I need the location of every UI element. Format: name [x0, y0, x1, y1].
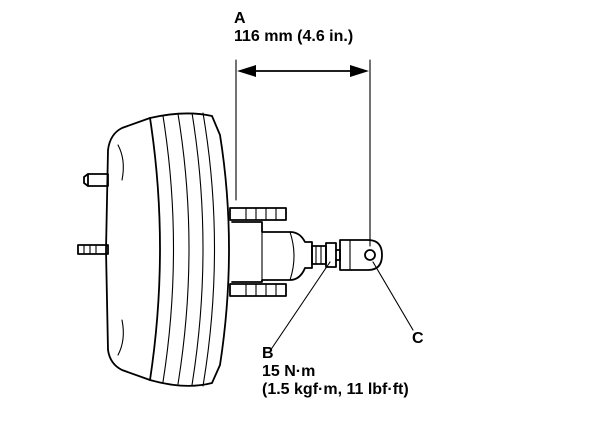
callout-b-torque: 15 N·m: [262, 363, 316, 380]
leader-b: [271, 261, 331, 349]
pushrod-housing: [231, 221, 313, 283]
callout-b: B 15 N·m (1.5 kgf·m, 11 lbf·ft): [262, 345, 409, 399]
clevis: [339, 239, 383, 271]
callout-a-letter: A: [234, 10, 246, 27]
callout-a-dimension: 116 mm (4.6 in.): [234, 28, 354, 45]
dimension-a: [235, 59, 371, 247]
rear-studs: [77, 173, 109, 255]
booster-body: [105, 112, 230, 387]
callout-b-torque-alt: (1.5 kgf·m, 11 lbf·ft): [262, 381, 409, 398]
lock-nut: [325, 242, 337, 268]
callout-c-letter: C: [412, 330, 424, 347]
front-studs: [229, 207, 287, 297]
callout-a: A 116 mm (4.6 in.): [234, 10, 353, 46]
callout-b-letter: B: [262, 345, 274, 362]
leader-c: [372, 261, 414, 331]
leader-lines: [271, 261, 414, 349]
clevis-pin-hole: [364, 249, 376, 261]
pushrod-assembly: [311, 239, 383, 271]
